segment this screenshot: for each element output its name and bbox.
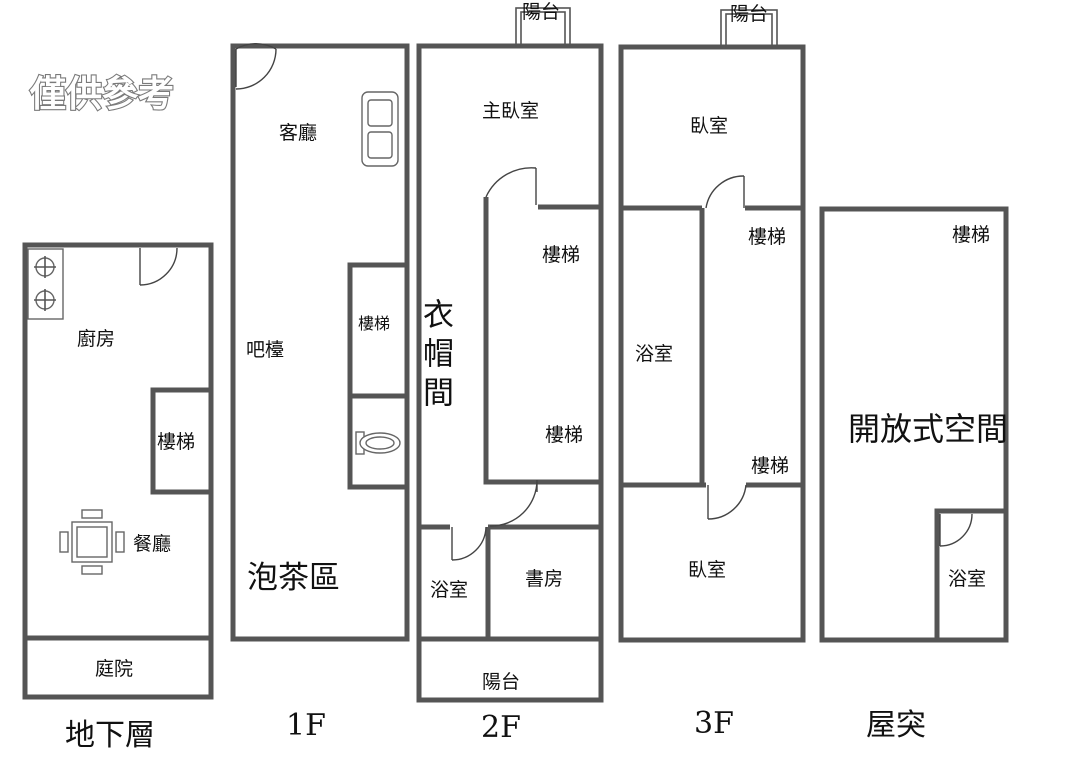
f2-balcony-top xyxy=(515,7,571,47)
watermark-text: 僅供參考 xyxy=(29,74,174,115)
floor-3f: 陽台 臥室 樓梯 浴室 樓梯 臥室 3F xyxy=(618,3,806,741)
room-label-f3-stairs-b: 樓梯 xyxy=(751,455,789,477)
room-label-master-bedroom: 主臥室 xyxy=(482,100,539,122)
roof-door-icon xyxy=(939,513,973,547)
room-label-bar: 吧檯 xyxy=(246,339,284,361)
room-label-f2-balcony-bottom: 陽台 xyxy=(482,671,520,693)
room-label-f3-bedroom-bottom: 臥室 xyxy=(688,559,726,581)
room-label-f3-balcony-top: 陽台 xyxy=(730,3,768,25)
room-label-kitchen: 廚房 xyxy=(77,327,115,350)
room-label-f2-stairs-b: 樓梯 xyxy=(545,424,583,446)
f3-outline xyxy=(618,44,806,643)
dining-table-icon xyxy=(59,509,125,575)
room-label-f2-balcony-top: 陽台 xyxy=(522,1,560,23)
floor-basement: 廚房 樓梯 餐廳 庭院 地下層 xyxy=(22,242,214,753)
floor-label-3f: 3F xyxy=(694,706,734,741)
floor-2f: 主臥室 陽台 樓梯 樓梯 衣帽間 浴室 書房 陽台 2F xyxy=(416,1,604,745)
stove-icon xyxy=(27,248,64,320)
room-label-f3-bedroom-top: 臥室 xyxy=(690,115,728,137)
floor-label-1f: 1F xyxy=(286,708,326,743)
f2-closet-door-icon xyxy=(485,167,537,205)
room-label-tea-area: 泡茶區 xyxy=(247,560,340,596)
room-label-basement-stairs: 樓梯 xyxy=(157,431,195,453)
sofa-icon xyxy=(361,91,399,167)
f2-balcony-bottom xyxy=(416,636,604,703)
f2-bath-door-icon xyxy=(451,526,487,561)
room-label-f3-bath: 浴室 xyxy=(635,343,673,365)
room-label-walk-in-closet: 衣帽間 xyxy=(417,298,453,415)
f1-outline xyxy=(230,43,410,642)
f2-study-door-icon xyxy=(489,479,538,527)
room-label-living: 客廳 xyxy=(279,122,317,144)
room-label-study: 書房 xyxy=(525,568,563,590)
room-label-dining: 餐廳 xyxy=(133,533,171,555)
f2-stair-wall-left xyxy=(483,197,601,485)
room-label-open-space: 開放式空間 xyxy=(848,410,1008,448)
f1-stair-wall xyxy=(347,262,407,490)
room-label-courtyard: 庭院 xyxy=(95,658,133,680)
f3-top-door-icon xyxy=(705,175,745,209)
f3-balcony-top xyxy=(720,9,778,48)
room-label-roof-bath: 浴室 xyxy=(948,568,986,590)
basement-stair-wall xyxy=(150,387,214,495)
f1-door-icon xyxy=(235,42,277,90)
floor-label-basement: 地下層 xyxy=(65,718,155,753)
basement-door-icon xyxy=(139,247,178,286)
room-label-roof-stairs: 樓梯 xyxy=(952,224,990,246)
floor-label-roof: 屋突 xyxy=(866,708,926,743)
floor-roof: 樓梯 開放式空間 浴室 屋突 xyxy=(819,206,1009,743)
room-label-f2-bath: 浴室 xyxy=(430,579,468,601)
room-label-f1-stairs: 樓梯 xyxy=(358,314,390,333)
toilet-icon xyxy=(355,431,401,455)
floor-1f: 客廳 樓梯 吧檯 泡茶區 1F xyxy=(230,42,410,743)
room-label-f2-stairs-a: 樓梯 xyxy=(542,244,580,266)
floor-label-2f: 2F xyxy=(481,710,521,745)
roof-bath-wall xyxy=(934,508,1006,640)
f3-bottom-door-icon xyxy=(707,484,747,520)
roof-outline xyxy=(819,206,1009,643)
room-label-f3-stairs-a: 樓梯 xyxy=(748,226,786,248)
